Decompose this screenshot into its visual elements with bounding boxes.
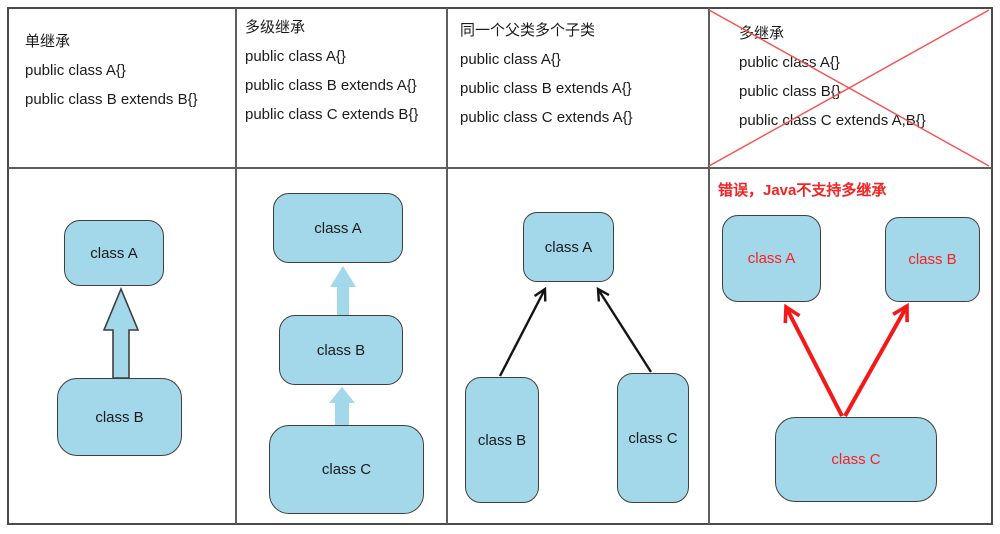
grid-vline-3 [708, 8, 710, 524]
header-one-parent-many-children: 同一个父类多个子类 public class A{} public class … [460, 16, 633, 132]
column-title: 多级继承 [245, 19, 306, 36]
table-outline [7, 7, 993, 525]
col1-class-a-box: class A [64, 220, 164, 286]
class-label: class A [544, 238, 593, 256]
class-label: class C [628, 429, 678, 447]
code-line: public class A{} [460, 51, 561, 68]
col3-class-c-box: class C [617, 373, 689, 503]
code-line: public class C extends A,B{} [739, 112, 926, 129]
code-line: public class C extends A{} [460, 109, 633, 126]
class-label: class A [314, 219, 362, 237]
grid-hline [8, 167, 992, 169]
code-line: public class B{} [739, 83, 841, 100]
col4-class-a-box: class A [722, 215, 821, 302]
code-line: public class A{} [25, 62, 126, 79]
class-label: class A [747, 250, 796, 267]
header-single-inheritance: 单继承 public class A{} public class B exte… [25, 27, 198, 114]
error-note: 错误，Java不支持多继承 [718, 182, 887, 199]
class-label: class B [95, 408, 144, 426]
header-multiple-inheritance: 多继承 public class A{} public class B{} pu… [739, 19, 926, 135]
class-label: class A [90, 244, 138, 262]
class-label: class B [477, 431, 527, 449]
class-label: class C [321, 461, 372, 478]
col2-class-b-box: class B [279, 315, 403, 385]
code-line: public class A{} [245, 48, 346, 65]
code-line: public class C extends B{} [245, 106, 419, 123]
col2-class-c-box: class C [269, 425, 424, 514]
col2-class-a-box: class A [273, 193, 403, 263]
col1-class-b-box: class B [57, 378, 182, 456]
column-title: 同一个父类多个子类 [460, 22, 596, 39]
grid-vline-2 [446, 8, 448, 524]
column-title: 单继承 [25, 33, 71, 50]
col3-class-a-box: class A [523, 212, 614, 282]
grid-vline-1 [235, 8, 237, 524]
class-label: class B [316, 341, 366, 359]
class-label: class B [908, 251, 957, 268]
column-title: 多继承 [739, 25, 785, 42]
code-line: public class B extends A{} [460, 80, 632, 97]
code-line: public class B extends B{} [25, 91, 198, 108]
col3-class-b-box: class B [465, 377, 539, 503]
code-line: public class A{} [739, 54, 840, 71]
class-label: class C [831, 451, 881, 468]
col4-class-b-box: class B [885, 217, 980, 302]
col4-class-c-box: class C [775, 417, 937, 502]
header-multilevel-inheritance: 多级继承 public class A{} public class B ext… [245, 13, 418, 129]
code-line: public class B extends A{} [245, 77, 417, 94]
